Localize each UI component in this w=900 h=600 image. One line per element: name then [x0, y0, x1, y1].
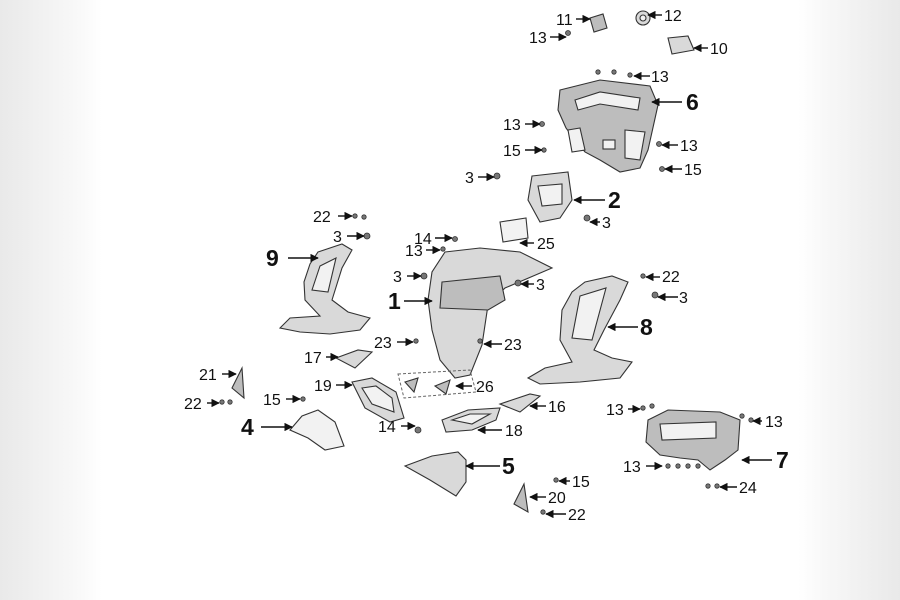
callout-labels: 11 12 13 10 13 6 13 13 15 15 3 2 3 22 3 … — [184, 8, 789, 524]
label-2: 2 — [608, 187, 621, 213]
label-4: 4 — [241, 414, 254, 440]
label-8: 8 — [640, 314, 653, 340]
part-25-cover — [499, 217, 529, 243]
label-7: 7 — [776, 447, 789, 473]
part-4-lower-left-cover — [289, 409, 345, 451]
label-3: 3 — [679, 290, 688, 307]
part-16-trim — [498, 393, 542, 413]
label-6: 6 — [686, 89, 699, 115]
left-margin — [0, 0, 102, 600]
part-17-trim — [334, 349, 374, 369]
label-3: 3 — [536, 277, 545, 294]
label-13: 13 — [503, 117, 521, 134]
label-11: 11 — [556, 12, 573, 29]
label-3: 3 — [333, 229, 342, 246]
label-22: 22 — [662, 269, 680, 286]
part-20-reflector — [513, 482, 529, 514]
leader-lines — [207, 10, 772, 519]
label-3: 3 — [393, 269, 402, 286]
part-1-front-shield — [427, 247, 554, 379]
part-6-inner-panel — [557, 79, 659, 173]
label-25: 25 — [537, 236, 555, 253]
label-12: 12 — [664, 8, 682, 25]
label-24: 24 — [739, 480, 757, 497]
part-10-plate — [667, 35, 695, 55]
label-15: 15 — [263, 392, 281, 409]
label-16: 16 — [548, 399, 566, 416]
part-19-light-frame — [351, 377, 405, 423]
label-15: 15 — [503, 143, 521, 160]
label-10: 10 — [710, 41, 728, 58]
part-2-bracket — [527, 171, 573, 223]
label-3: 3 — [602, 215, 611, 232]
part-9-left-side-panel — [278, 243, 371, 335]
label-15: 15 — [684, 162, 702, 179]
label-13: 13 — [680, 138, 698, 155]
label-23: 23 — [504, 337, 522, 354]
part-18-light-frame — [441, 407, 501, 433]
label-20: 20 — [548, 490, 566, 507]
label-22: 22 — [313, 209, 331, 226]
label-14: 14 — [414, 231, 432, 248]
part-5-lower-front-cover — [403, 451, 467, 497]
right-margin — [798, 0, 900, 600]
label-13: 13 — [651, 69, 669, 86]
label-18: 18 — [505, 423, 523, 440]
part-11-clip — [589, 13, 608, 33]
label-13: 13 — [606, 402, 624, 419]
part-8-right-side-panel — [526, 275, 633, 385]
label-21: 21 — [199, 367, 217, 384]
part-21-reflector — [231, 365, 245, 400]
label-14: 14 — [378, 419, 396, 436]
label-3: 3 — [465, 170, 474, 187]
part-7-inner-right-panel — [645, 409, 741, 471]
label-22: 22 — [568, 507, 586, 524]
label-9: 9 — [266, 245, 279, 271]
part-12-cap — [635, 10, 651, 26]
label-5: 5 — [502, 453, 515, 479]
label-13: 13 — [623, 459, 641, 476]
label-15: 15 — [572, 474, 590, 491]
label-19: 19 — [314, 378, 332, 395]
label-26: 26 — [476, 379, 494, 396]
label-13: 13 — [405, 243, 423, 260]
label-22: 22 — [184, 396, 202, 413]
label-13: 13 — [765, 414, 783, 431]
part-26-lens-group — [397, 369, 477, 399]
label-1: 1 — [388, 288, 401, 314]
label-17: 17 — [304, 350, 322, 367]
label-23: 23 — [374, 335, 392, 352]
label-13: 13 — [529, 30, 547, 47]
